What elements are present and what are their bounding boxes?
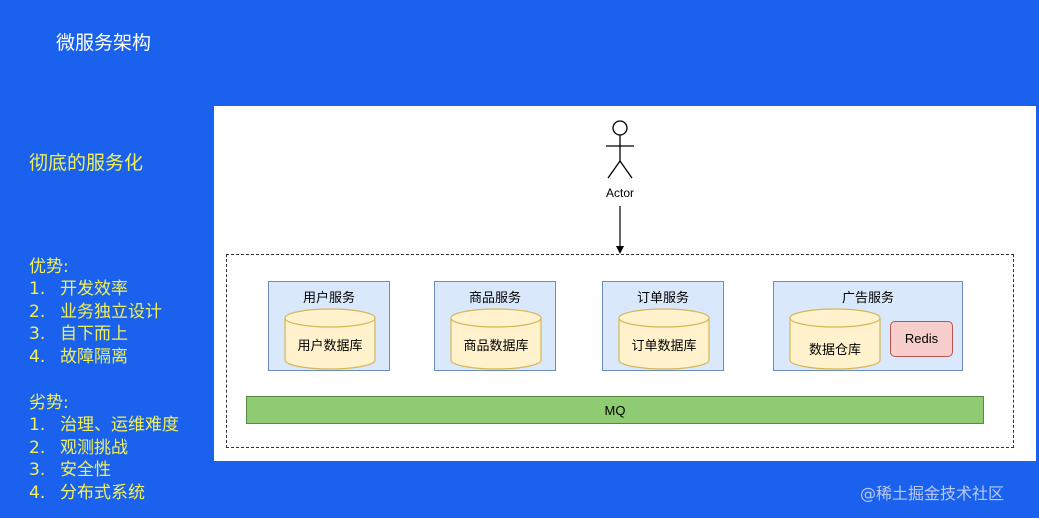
database-label: 商品数据库 (463, 338, 528, 354)
database-cylinder: 用户数据库 (284, 308, 376, 370)
cons-heading: 劣势: (29, 393, 69, 413)
list-item-text: 自下而上 (60, 324, 128, 344)
service-ads: 广告服务 数据仓库 Redis (773, 281, 963, 371)
list-item-text: 故障隔离 (60, 346, 128, 367)
slide-subtitle: 彻底的服务化 (29, 152, 144, 174)
architecture-diagram: Actor 用户服务 用户数据库 商品服务 商品数据库 订单服务 订单数据库 广… (214, 106, 1036, 461)
redis-cache: Redis (890, 321, 953, 357)
database-cylinder: 商品数据库 (450, 308, 542, 370)
service-user: 用户服务 用户数据库 (268, 281, 390, 371)
list-item: 3. 自下而上 (29, 323, 162, 346)
list-item-text: 业务独立设计 (60, 301, 162, 322)
service-order: 订单服务 订单数据库 (602, 281, 724, 371)
system-boundary (226, 254, 1014, 448)
list-item-text: 分布式系统 (60, 482, 145, 503)
mq-bar: MQ (246, 396, 984, 424)
actor-head (612, 120, 628, 136)
pros-heading: 优势: (29, 257, 69, 277)
service-title: 广告服务 (841, 291, 894, 306)
database-cylinder: 数据仓库 (789, 308, 881, 370)
list-item-text: 观测挑战 (60, 437, 128, 458)
arrow-head (616, 246, 624, 254)
list-item-number: 2. (29, 301, 46, 322)
service-title: 商品服务 (468, 291, 521, 306)
pros-list: 优势: 1. 开发效率 2. 业务独立设计 3. 自下而上 4. 故障隔离 (29, 256, 162, 368)
actor-label: Actor (605, 186, 634, 200)
mq-label: MQ (604, 403, 626, 418)
watermark-footer: @稀土掘金技术社区 (860, 484, 1005, 503)
cons-list: 劣势: 1. 治理、运维难度 2. 观测挑战 3. 安全性 4. 分布式系统 (29, 392, 179, 504)
slide-title: 微服务架构 (56, 32, 152, 54)
list-item-number: 2. (29, 437, 46, 458)
list-item: 4. 故障隔离 (29, 346, 162, 369)
actor-left-leg (607, 160, 621, 179)
list-item-text: 开发效率 (60, 279, 128, 299)
list-item: 2. 观测挑战 (29, 437, 179, 460)
actor-figure (606, 120, 634, 254)
list-item: 2. 业务独立设计 (29, 301, 162, 324)
list-item: 4. 分布式系统 (29, 482, 179, 505)
list-item-text: 安全性 (60, 460, 111, 480)
service-title: 用户服务 (302, 291, 355, 306)
list-item: 1. 治理、运维难度 (29, 414, 179, 437)
list-item-number: 1. (29, 279, 46, 299)
database-label: 数据仓库 (809, 342, 861, 358)
database-label: 用户数据库 (297, 338, 362, 354)
service-product: 商品服务 商品数据库 (434, 281, 556, 371)
list-item: 1. 开发效率 (29, 278, 162, 301)
database-label: 订单数据库 (631, 338, 696, 354)
list-item-number: 3. (29, 324, 46, 344)
list-item-text: 治理、运维难度 (60, 415, 179, 435)
service-title: 订单服务 (636, 291, 689, 306)
database-cylinder: 订单数据库 (618, 308, 710, 370)
list-item: 3. 安全性 (29, 459, 179, 482)
list-item-number: 3. (29, 460, 46, 480)
actor-right-leg (619, 160, 633, 179)
list-item-number: 4. (29, 346, 46, 367)
list-item-number: 4. (29, 482, 46, 503)
list-item-number: 1. (29, 415, 46, 435)
